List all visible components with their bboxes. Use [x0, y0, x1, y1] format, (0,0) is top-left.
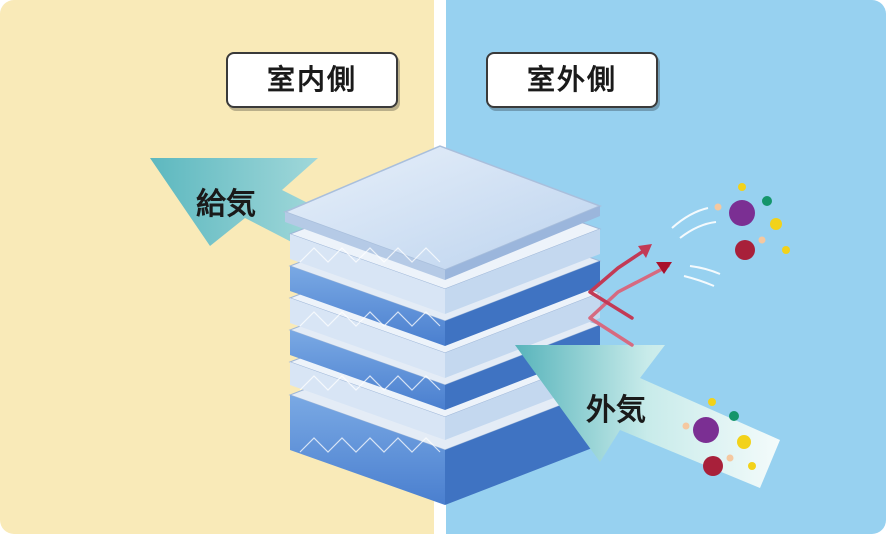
- particle-icon: [714, 203, 722, 211]
- redirect-arrow-icon: [588, 244, 672, 347]
- particle-icon: [726, 454, 734, 462]
- particle-icon: [762, 196, 772, 206]
- motion-streaks: [671, 207, 721, 287]
- particle-icon: [738, 183, 746, 191]
- particle-icon: [729, 200, 755, 226]
- filter-stack: [282, 145, 603, 505]
- outside-air-label: 外気: [586, 393, 646, 428]
- particle-icon: [758, 236, 766, 244]
- particle-icon: [737, 435, 751, 449]
- outdoor-side-label: 室外側: [486, 52, 658, 108]
- particle-icon: [748, 462, 756, 470]
- outside-air-arrow-icon: [515, 345, 780, 488]
- particle-icon: [729, 411, 739, 421]
- particle-icon: [708, 398, 716, 406]
- particle-icon: [735, 240, 755, 260]
- particle-icon: [703, 456, 723, 476]
- particle-cluster-lower: [682, 398, 756, 476]
- filter-top-plate: [282, 145, 603, 280]
- particle-cluster-upper: [714, 183, 790, 260]
- supply-air-label: 給気: [196, 187, 256, 222]
- indoor-side-label: 室内側: [226, 52, 398, 108]
- particle-icon: [682, 422, 690, 430]
- particle-icon: [693, 417, 719, 443]
- particle-icon: [782, 246, 790, 254]
- corrugation-lines: [299, 247, 441, 453]
- particle-icon: [770, 218, 782, 230]
